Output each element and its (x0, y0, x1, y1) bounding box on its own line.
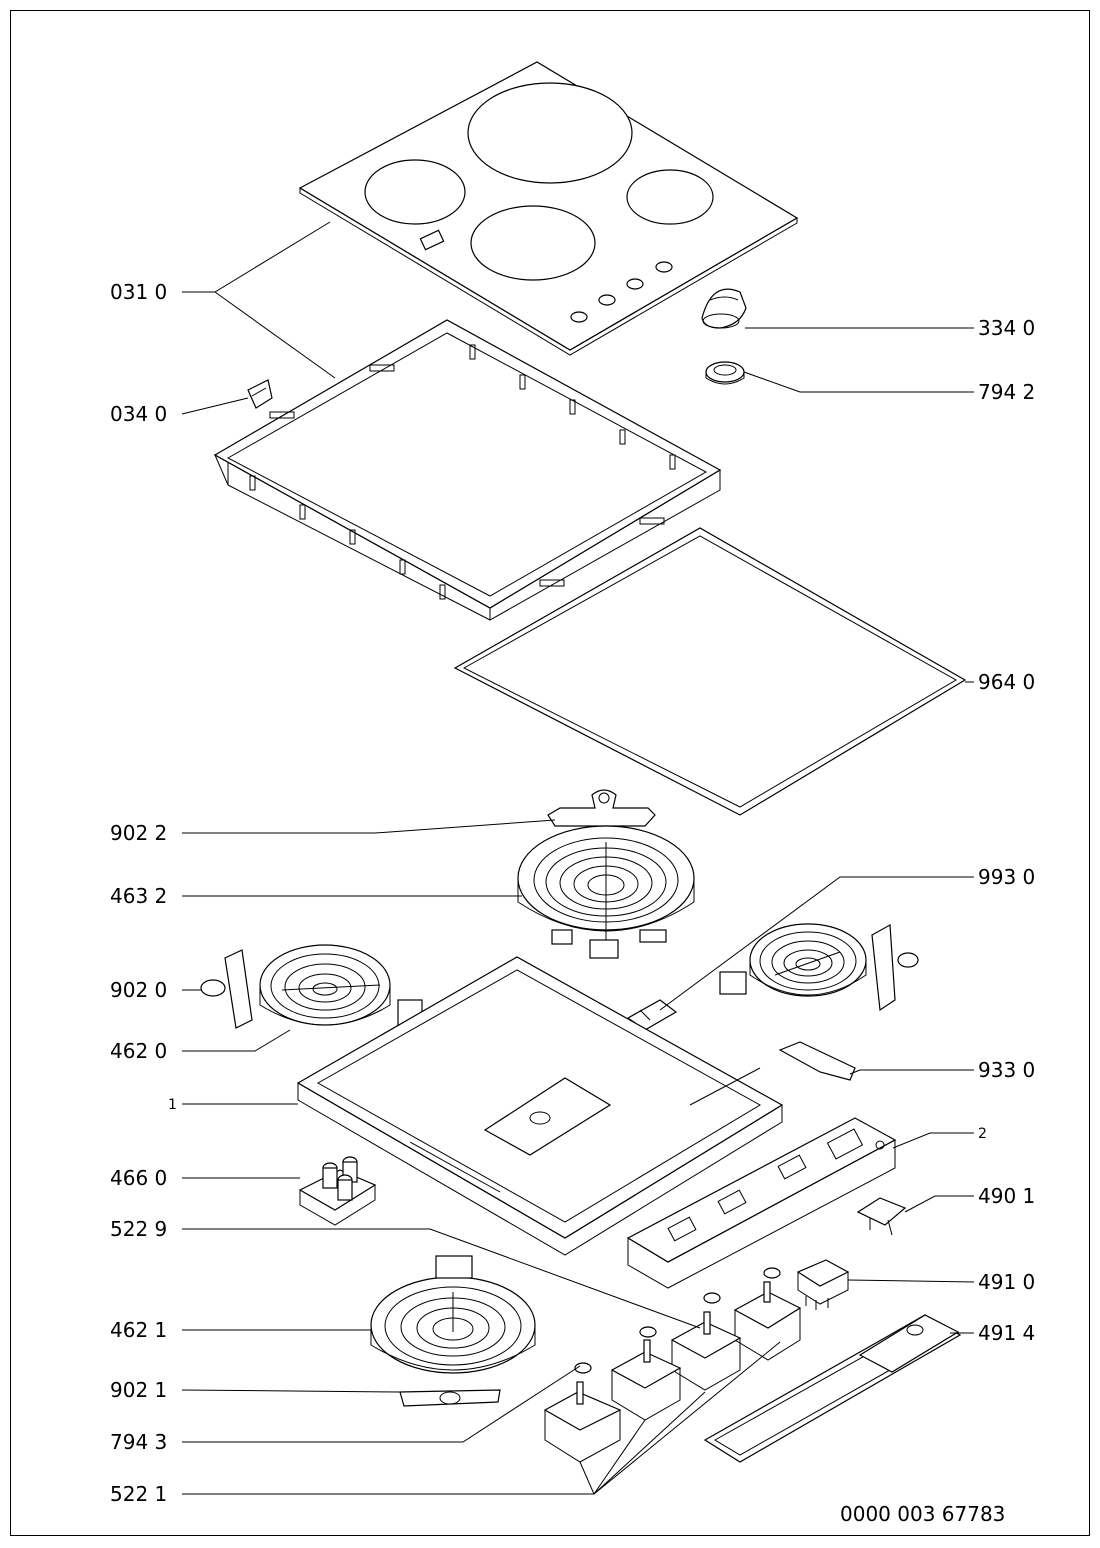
callout-522-9: 522 9 (110, 1217, 167, 1241)
callout-902-0: 902 0 (110, 978, 167, 1002)
energy-regulator-2 (670, 1292, 742, 1391)
heater-bracket-top (547, 789, 656, 827)
callout-491-4: 491 4 (978, 1321, 1035, 1345)
callout-034-0: 034 0 (110, 402, 167, 426)
knob-seal-ring (705, 361, 745, 385)
terminal-block (298, 1156, 377, 1226)
callout-964-0: 964 0 (978, 670, 1035, 694)
drawing-frame (10, 10, 1090, 1536)
relay-switch (796, 1259, 850, 1310)
callout-933-0: 933 0 (978, 1058, 1035, 1082)
control-knob (701, 288, 747, 329)
callout-902-1: 902 1 (110, 1378, 167, 1402)
callout-labels: 031 0 034 0 334 0 794 2 964 0 902 2 463 … (110, 280, 1035, 1526)
radiant-heater-front-left (370, 1255, 536, 1374)
callout-334-0: 334 0 (978, 316, 1035, 340)
callout-462-0: 462 0 (110, 1039, 167, 1063)
callout-2: 2 (978, 1126, 987, 1142)
callout-490-1: 490 1 (978, 1184, 1035, 1208)
leader-lines (181, 221, 975, 1495)
callout-031-0: 031 0 (110, 280, 167, 304)
energy-regulators (543, 1267, 802, 1463)
callout-993-0: 993 0 (978, 865, 1035, 889)
hob-base-tray (296, 956, 784, 1256)
hob-frame (213, 319, 722, 621)
heater-bracket-bottom (399, 1389, 501, 1407)
dual-radiant-heater (517, 825, 695, 959)
callout-902-2: 902 2 (110, 821, 167, 845)
callout-794-2: 794 2 (978, 380, 1035, 404)
callout-491-0: 491 0 (978, 1270, 1035, 1294)
ceramic-hob-top (298, 61, 799, 356)
radiant-heater-left (200, 944, 423, 1031)
heater-clamp-spring (778, 1041, 856, 1081)
energy-regulator-3 (610, 1326, 682, 1421)
energy-regulator-4 (543, 1362, 622, 1463)
callout-522-1: 522 1 (110, 1482, 167, 1506)
indicator-lamp (856, 1197, 907, 1236)
fixing-clip (247, 379, 273, 409)
callout-462-1: 462 1 (110, 1318, 167, 1342)
radiant-heater-rear-right (719, 923, 919, 1012)
document-number: 0000 003 67783 (840, 1502, 1005, 1526)
control-panel-housing (626, 1117, 897, 1289)
callout-463-2: 463 2 (110, 884, 167, 908)
callout-794-3: 794 3 (110, 1430, 167, 1454)
frame-gasket (453, 527, 967, 816)
callout-466-0: 466 0 (110, 1166, 167, 1190)
callout-1: 1 (168, 1097, 177, 1113)
cable-cover-strip (703, 1314, 962, 1463)
energy-regulator-1 (733, 1267, 802, 1361)
